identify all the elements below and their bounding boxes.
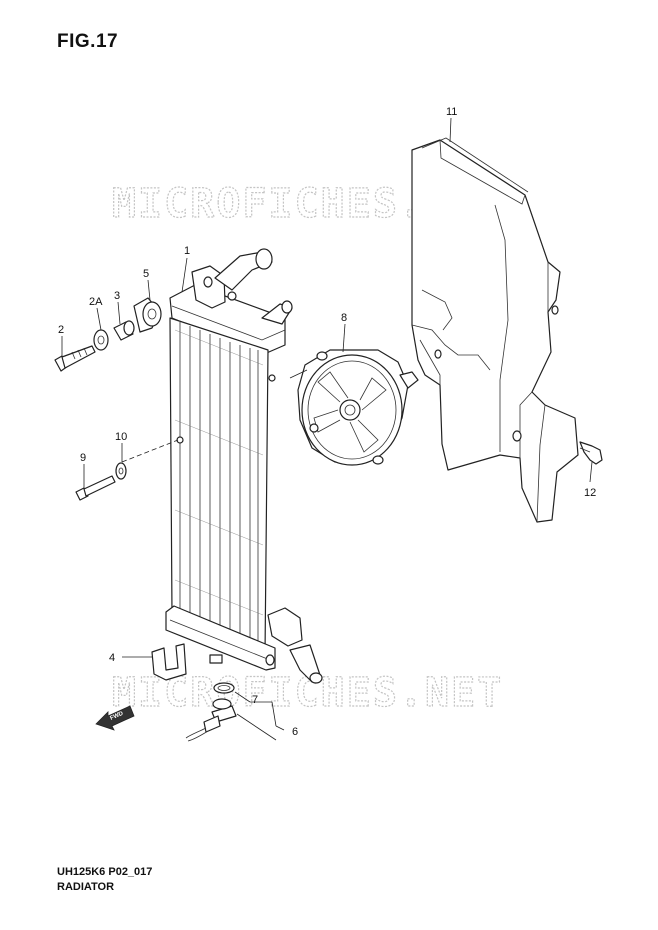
collar <box>113 320 135 341</box>
fwd-arrow-icon: FWD <box>95 705 135 731</box>
callout-1: 1 <box>184 245 190 257</box>
callout-6: 6 <box>292 726 298 738</box>
clamp <box>151 643 187 681</box>
fan-switch <box>185 698 237 742</box>
fwd-label: FWD <box>109 711 125 722</box>
bolt-lower <box>75 475 116 501</box>
callout-8: 8 <box>341 312 347 324</box>
washer-small <box>115 462 127 480</box>
grommet <box>133 297 162 333</box>
callout-7: 7 <box>252 694 258 706</box>
o-ring <box>213 682 235 694</box>
callout-11: 11 <box>446 106 457 118</box>
clip <box>579 441 603 465</box>
callout-4: 4 <box>109 652 115 664</box>
callout-5: 5 <box>143 268 149 280</box>
callout-9: 9 <box>80 452 86 464</box>
radiator <box>165 248 323 684</box>
washer <box>93 329 109 351</box>
radiator-cover <box>411 137 579 523</box>
callout-2: 2 <box>58 324 64 336</box>
callout-10: 10 <box>115 431 127 443</box>
callout-3: 3 <box>114 290 120 302</box>
model-code: UH125K6 P02_017 <box>57 866 153 878</box>
figure-title: FIG.17 <box>57 31 119 52</box>
cooling-fan <box>297 349 419 466</box>
group-name: RADIATOR <box>57 881 115 893</box>
callout-12: 12 <box>584 487 596 499</box>
bolt-upper <box>54 345 96 372</box>
callout-2a: 2A <box>89 296 103 308</box>
